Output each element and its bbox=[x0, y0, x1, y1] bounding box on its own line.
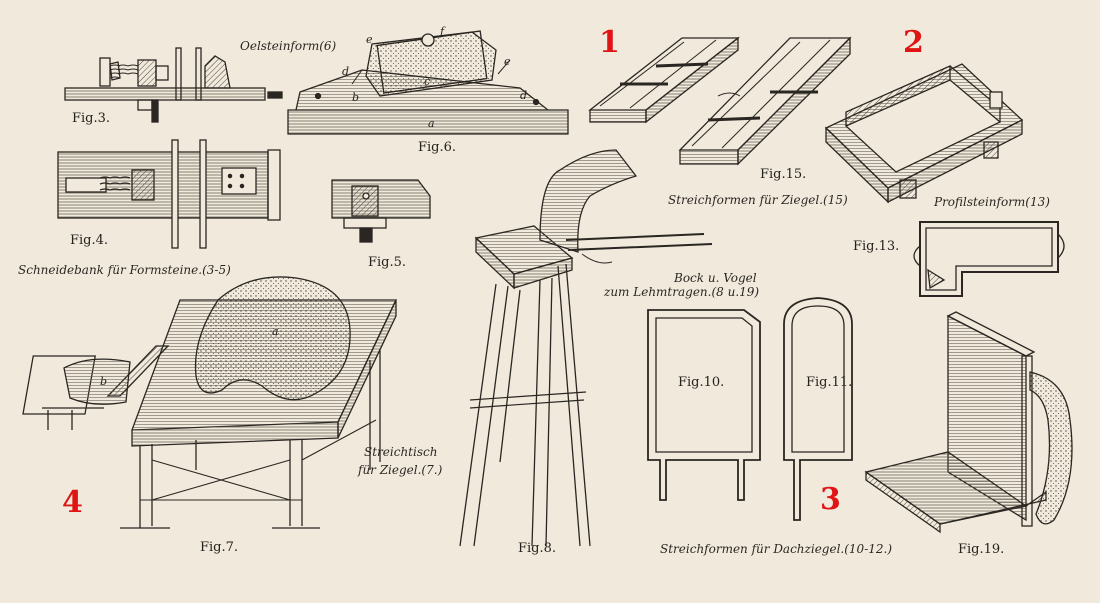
letter-c-fig6: c bbox=[424, 75, 431, 88]
fig8-drawing bbox=[459, 149, 713, 547]
letter-a-fig7: a bbox=[272, 325, 279, 338]
caption-fig7: Fig.7. bbox=[200, 540, 239, 555]
caption-fig4: Fig.4. bbox=[70, 233, 109, 248]
caption-fig11: Fig.11. bbox=[806, 375, 853, 390]
label-streichtisch-line1: Streichtisch bbox=[364, 445, 438, 459]
letter-e-fig6-right: e bbox=[504, 55, 511, 68]
label-streichformen-ziegel: Streichformen für Ziegel.(15) bbox=[668, 193, 848, 207]
caption-fig8: Fig.8. bbox=[518, 541, 557, 556]
caption-fig5: Fig.5. bbox=[368, 255, 407, 270]
label-streichtisch-line2: für Ziegel.(7.) bbox=[358, 463, 443, 477]
marker-1: 1 bbox=[599, 25, 620, 60]
label-bock-vogel-line2: zum Lehmtragen.(8 u.19) bbox=[604, 285, 760, 299]
caption-fig19: Fig.19. bbox=[958, 542, 1005, 557]
caption-fig13: Fig.13. bbox=[853, 239, 900, 254]
letter-e-fig6-left: e bbox=[366, 33, 373, 46]
marker-2: 2 bbox=[903, 25, 924, 60]
fig19-drawing bbox=[864, 311, 1073, 534]
caption-fig3: Fig.3. bbox=[72, 111, 111, 126]
fig7-drawing bbox=[22, 276, 398, 529]
fig6-drawing bbox=[287, 30, 569, 135]
fig10-drawing bbox=[647, 309, 761, 501]
letter-b-fig6: b bbox=[352, 91, 360, 104]
marker-3: 3 bbox=[820, 482, 841, 517]
marker-4: 4 bbox=[62, 485, 83, 520]
letter-b-fig7: b bbox=[100, 375, 108, 388]
label-streichformen-dachziegel: Streichformen für Dachziegel.(10-12.) bbox=[660, 542, 893, 556]
letter-d-fig6-left: d bbox=[342, 65, 350, 78]
fig5-drawing bbox=[331, 179, 431, 243]
label-schneidebank: Schneidebank für Formsteine.(3-5) bbox=[18, 263, 231, 277]
fig4-drawing bbox=[57, 139, 281, 249]
caption-fig15: Fig.15. bbox=[760, 167, 807, 182]
fig11-drawing bbox=[783, 297, 853, 521]
label-oelsteinform: Oelsteinform(6) bbox=[240, 39, 337, 53]
fig3-drawing bbox=[64, 47, 283, 123]
fig15-drawing bbox=[588, 36, 852, 166]
label-bock-vogel-line1: Bock u. Vogel bbox=[674, 271, 757, 285]
letter-f-fig6: f bbox=[440, 25, 445, 38]
letter-a-fig6: a bbox=[428, 117, 435, 130]
caption-fig6: Fig.6. bbox=[418, 140, 457, 155]
letter-d-fig6-right: d bbox=[520, 89, 528, 102]
fig13-drawing bbox=[913, 221, 1065, 297]
caption-fig10: Fig.10. bbox=[678, 375, 725, 390]
profilsteinform-drawing bbox=[824, 63, 1024, 204]
label-profilsteinform: Profilsteinform(13) bbox=[934, 195, 1050, 209]
